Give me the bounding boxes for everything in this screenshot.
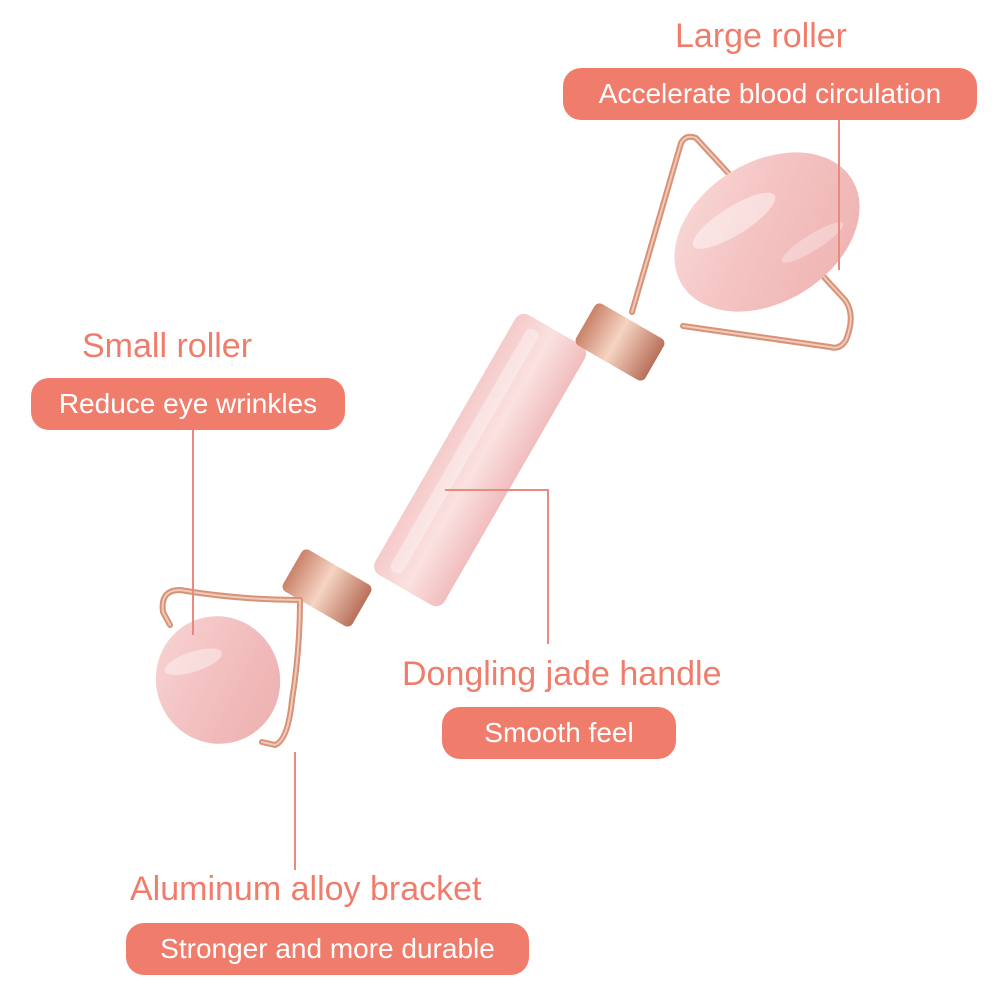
large-roller-benefit-badge: Accelerate blood circulation — [563, 68, 977, 120]
lower-collar — [282, 549, 372, 627]
bracket-leader — [294, 752, 296, 870]
small-roller-leader — [192, 430, 194, 635]
large-roller-title: Large roller — [675, 17, 847, 55]
bracket-title: Aluminum alloy bracket — [130, 870, 482, 908]
small-roller — [155, 616, 281, 744]
jade-handle — [374, 313, 586, 607]
bracket-benefit-badge: Stronger and more durable — [126, 923, 529, 975]
large-roller-leader — [838, 118, 840, 270]
handle-title: Dongling jade handle — [402, 655, 722, 693]
large-roller — [674, 152, 860, 312]
upper-collar — [575, 303, 665, 381]
handle-leader-vertical — [547, 489, 549, 644]
small-roller-title: Small roller — [82, 327, 253, 365]
handle-leader-horizontal — [445, 489, 549, 491]
small-roller-benefit-badge: Reduce eye wrinkles — [31, 378, 345, 430]
handle-benefit-badge: Smooth feel — [442, 707, 676, 759]
